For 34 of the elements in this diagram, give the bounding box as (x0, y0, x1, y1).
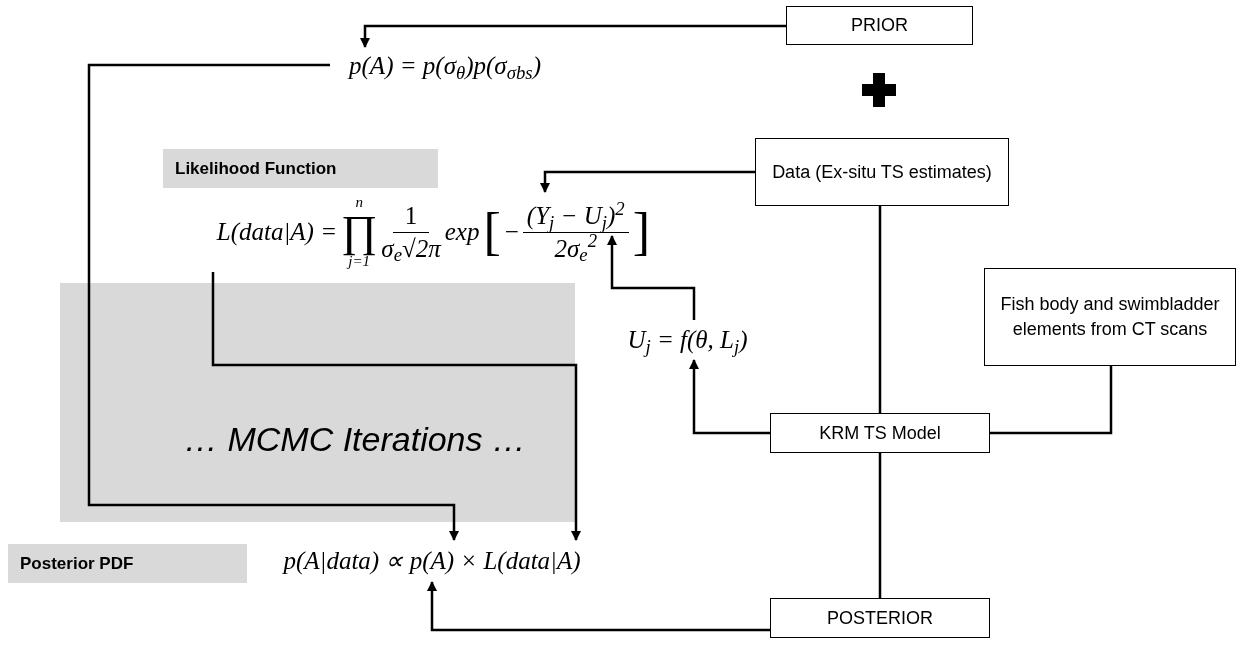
connector-arrow (540, 170, 755, 193)
equation-text: U$_{j}$ = f(θ, L$_{j}$) (627, 325, 748, 359)
bracket: [ (483, 206, 501, 258)
connector-arrow (689, 359, 770, 435)
box-label: POSTERIOR (827, 606, 933, 630)
box-label: KRM TS Model (819, 421, 941, 445)
process-box (770, 598, 990, 638)
process-box (786, 6, 973, 45)
box-label: Data (Ex-situ TS estimates) (772, 160, 992, 184)
heading-band (8, 544, 247, 583)
exp-text: exp (444, 217, 480, 248)
box-label: Fish body and swimbladder elements from CT scans (999, 293, 1221, 341)
process-box (770, 413, 990, 453)
box-label: PRIOR (851, 14, 908, 38)
heading-band (163, 149, 438, 188)
section-heading: Likelihood Function (175, 157, 337, 180)
product-symbol: ∏ (341, 210, 378, 254)
process-box (755, 138, 1009, 206)
iterations-text: … MCMC Iterations … (184, 418, 526, 460)
equation-text: p(A) = p(σ$_{θ}$)p(σ$_{σbs}$) (349, 51, 541, 85)
minus-sign: − (504, 217, 519, 248)
section-heading: Posterior PDF (20, 552, 134, 575)
equation-text: p(A|data) ∝ p(A) × L(data|A) (283, 546, 581, 577)
bracket: ] (632, 206, 650, 258)
upper-limit: n (355, 195, 363, 210)
process-box (984, 268, 1236, 366)
equation-text: L(data|A) = (216, 217, 338, 248)
connector-arrow (607, 235, 696, 320)
connector-arrow (427, 581, 770, 632)
connector-arrow (87, 63, 459, 541)
connector-arrow (211, 272, 581, 541)
denominator: σ$_{e}$√2π (381, 233, 441, 264)
numerator: 1 (392, 200, 430, 233)
connector-arrow (360, 24, 786, 48)
